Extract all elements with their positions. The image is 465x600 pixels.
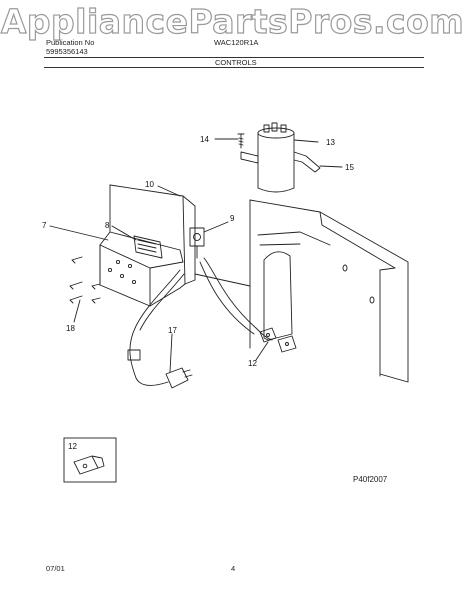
footer-date: 07/01 <box>46 564 65 573</box>
rotary-switch <box>189 227 205 259</box>
callout-13: 13 <box>326 138 335 147</box>
inset-box: 12 <box>63 437 117 483</box>
screw-14 <box>237 133 245 149</box>
leader-13 <box>293 139 319 143</box>
leader-12 <box>255 341 269 361</box>
callout-12: 12 <box>248 359 257 368</box>
callout-18: 18 <box>66 324 75 333</box>
screw-7 <box>71 256 83 264</box>
screws-18 <box>69 281 101 304</box>
watermark: AppliancePartsPros.com <box>0 1 465 41</box>
inset-label: 12 <box>68 442 77 451</box>
footer-page-number: 4 <box>231 564 236 573</box>
leader-15 <box>319 165 343 168</box>
inset-connector <box>73 455 105 475</box>
callout-labels: 14 13 15 10 9 7 8 18 17 12 <box>42 135 354 368</box>
callout-8: 8 <box>105 221 110 230</box>
publication-number: 5995356143 <box>46 47 88 56</box>
leader-9 <box>203 221 229 233</box>
capacitor-bracket <box>240 151 259 164</box>
section-title: CONTROLS <box>215 58 257 67</box>
capacitor <box>257 122 295 193</box>
control-box <box>99 184 196 307</box>
leader-7 <box>49 225 109 241</box>
callout-10: 10 <box>145 180 154 189</box>
header-rule-top <box>44 57 424 58</box>
capacitor-clamp <box>293 151 321 173</box>
figure-code: P40f2007 <box>353 475 388 484</box>
wire-harness-2 <box>199 261 255 335</box>
relay-board <box>133 235 163 259</box>
wire-harness <box>203 257 273 341</box>
callout-9: 9 <box>230 214 235 223</box>
power-cord <box>127 269 193 389</box>
callout-14: 14 <box>200 135 209 144</box>
leader-8 <box>111 225 137 241</box>
leader-10 <box>157 185 181 197</box>
cabinet-panel <box>194 199 409 383</box>
leader-17 <box>169 333 173 373</box>
terminal-connectors <box>259 327 297 353</box>
leader-18 <box>73 299 81 323</box>
callout-7: 7 <box>42 221 47 230</box>
publication-label: Publication No <box>46 38 95 47</box>
callout-15: 15 <box>345 163 354 172</box>
model-number: WAC120R1A <box>214 38 259 47</box>
header-rule-bottom <box>44 67 424 68</box>
callout-17: 17 <box>168 326 177 335</box>
